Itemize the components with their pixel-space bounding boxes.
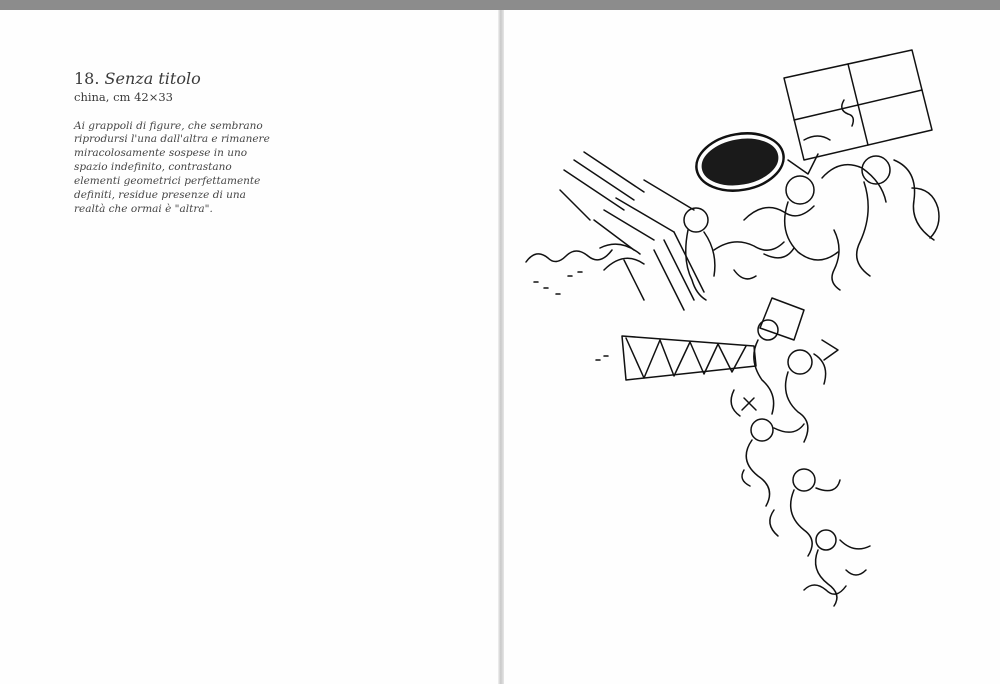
artwork-caption: 18. Senza titolo china, cm 42×33 Ai grap… xyxy=(74,70,274,217)
kite-shape xyxy=(759,297,839,361)
book-gutter xyxy=(498,10,504,684)
left-page: 18. Senza titolo china, cm 42×33 Ai grap… xyxy=(0,10,498,684)
ink-drawing xyxy=(525,49,940,607)
artwork-description: Ai grappoli di figure, che sembrano ripr… xyxy=(74,119,270,215)
hatching-strokes xyxy=(559,151,705,311)
artwork-title-text: Senza titolo xyxy=(104,69,201,88)
scan-edge xyxy=(0,0,1000,10)
window-grid xyxy=(783,49,933,161)
artwork-number: 18. xyxy=(74,69,100,88)
artwork-technique: china, cm 42×33 xyxy=(74,89,174,104)
scribble-line xyxy=(525,249,645,295)
artwork-title: 18. Senza titolo xyxy=(74,70,274,88)
hatched-oval xyxy=(695,132,785,192)
right-page xyxy=(504,10,1000,684)
zigzag-band xyxy=(595,335,757,381)
figure-cluster-upper xyxy=(683,135,940,301)
figure-cluster-lower xyxy=(730,319,871,607)
